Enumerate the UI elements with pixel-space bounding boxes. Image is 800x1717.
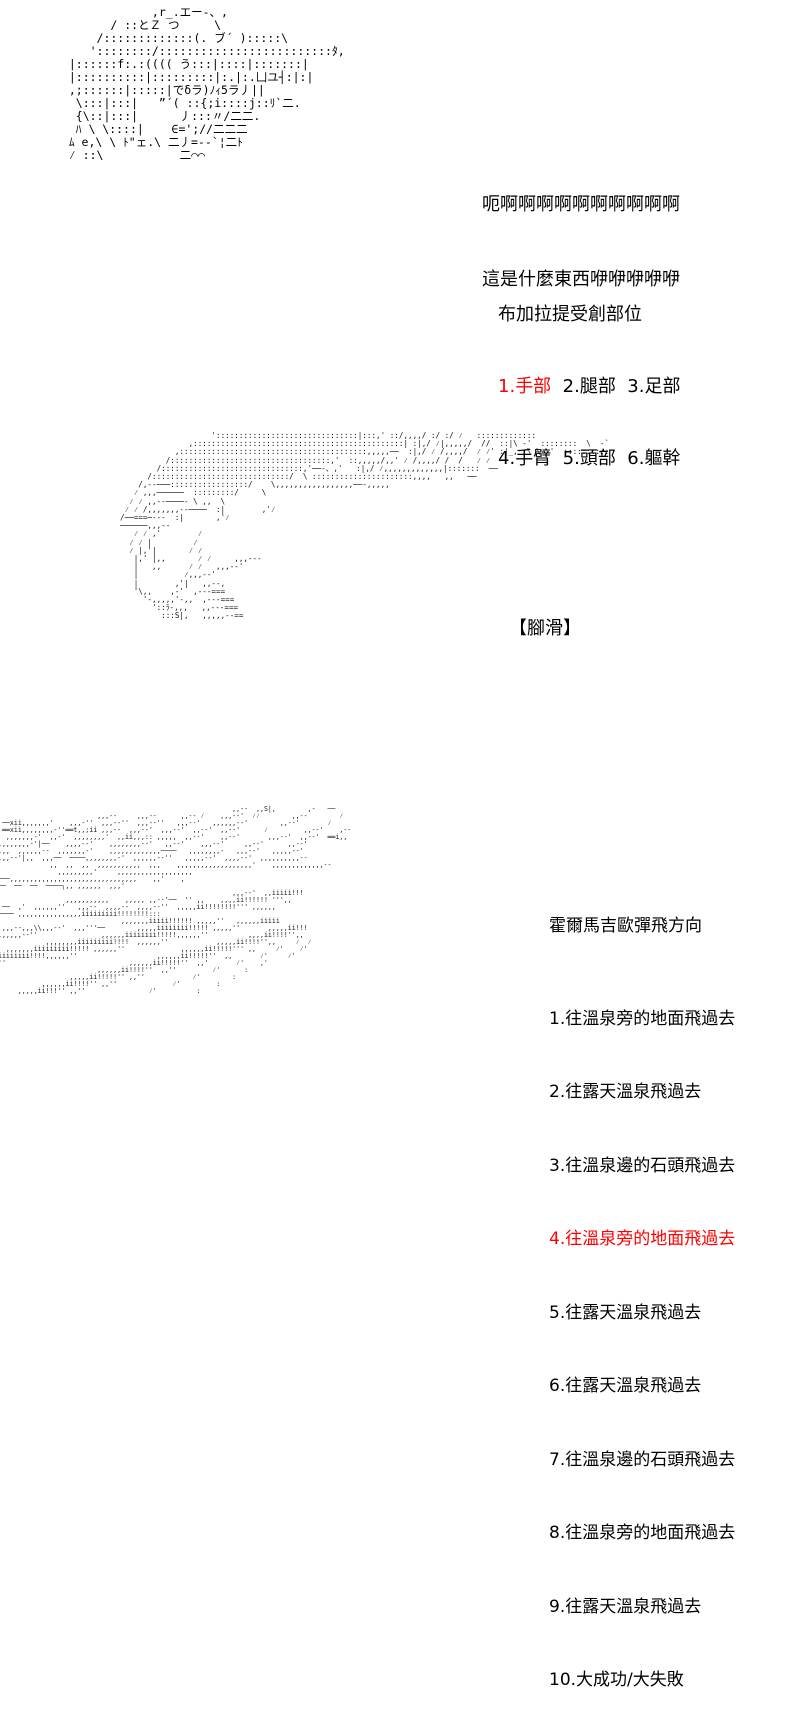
hit-location-option-5-label[interactable]: 頭部 [579,448,616,469]
direction-option-9[interactable]: 9.往露天溫泉飛過去 [549,1596,702,1617]
hit-location-menu: 布加拉提受創部位 1.手部 2.腿部 3.足部 4.手臂 5.頭部 6.軀幹 [498,255,680,495]
hit-location-option-6-label[interactable]: 軀幹 [644,448,681,469]
direction-menu: 霍爾馬吉歐彈飛方向 1.往溫泉旁的地面飛過去 2.往露天溫泉飛過去 3.往溫泉邊… [549,865,735,1717]
direction-option-4[interactable]: 4.往溫泉旁的地面飛過去 [549,1229,736,1249]
direction-menu-title: 霍爾馬吉歐彈飛方向 [549,916,702,936]
hit-location-option-2[interactable]: 2. [562,376,580,397]
ascii-art-impact-burst: ,,-- ,,S|, ,- ── ,,,-- ,,,-- ,,-- ⁄ ,,,-… [0,805,352,995]
hit-location-row-2: 4.手臂 5.頭部 6.軀幹 [498,447,680,471]
direction-option-6[interactable]: 6.往露天溫泉飛過去 [549,1376,702,1396]
shout-text: 呃啊啊啊啊啊啊啊啊啊啊 這是什麼東西咿咿咿咿咿 [482,142,680,317]
hit-location-gap-3 [551,448,562,469]
ascii-art-arm: ':::::::::::::::::::::::::::::::|:::,' :… [120,431,610,621]
direction-option-7[interactable]: 7.往溫泉邊的石頭飛過去 [549,1449,736,1470]
hit-location-option-5[interactable]: 5. [562,448,580,469]
hit-location-option-6[interactable]: 6. [627,448,645,469]
shout-line-1: 呃啊啊啊啊啊啊啊啊啊啊 [482,194,680,215]
hit-location-option-4-label[interactable]: 手臂 [515,448,552,469]
ascii-art-character-head: ,r_.エー-、, / ::とＺ つ \ /:::::::::::::(. ブ´… [68,5,345,162]
hit-location-option-4[interactable]: 4. [498,448,516,469]
direction-option-1[interactable]: 1.往溫泉旁的地面飛過去 [549,1008,736,1029]
hit-location-option-1-label[interactable]: 手部 [515,376,552,397]
hit-location-gap-2 [616,376,627,397]
direction-option-10[interactable]: 10.大成功/大失敗 [549,1670,684,1690]
hit-location-option-3-label[interactable]: 足部 [644,376,681,397]
hit-location-row-1: 1.手部 2.腿部 3.足部 [498,375,680,399]
slip-status-label: 【腳滑】 [509,618,581,639]
shout-line-2: 這是什麼東西咿咿咿咿咿 [482,269,680,290]
direction-option-5[interactable]: 5.往露天溫泉飛過去 [549,1302,702,1323]
hit-location-option-3[interactable]: 3. [627,376,645,397]
hit-location-gap-1 [551,376,562,397]
hit-location-gap-4 [616,448,627,469]
hit-location-option-1[interactable]: 1. [498,376,516,397]
direction-option-3[interactable]: 3.往溫泉邊的石頭飛過去 [549,1155,736,1176]
direction-option-2[interactable]: 2.往露天溫泉飛過去 [549,1082,702,1102]
hit-location-title: 布加拉提受創部位 [498,304,642,325]
hit-location-option-2-label[interactable]: 腿部 [579,376,616,397]
direction-option-8[interactable]: 8.往溫泉旁的地面飛過去 [549,1523,736,1543]
